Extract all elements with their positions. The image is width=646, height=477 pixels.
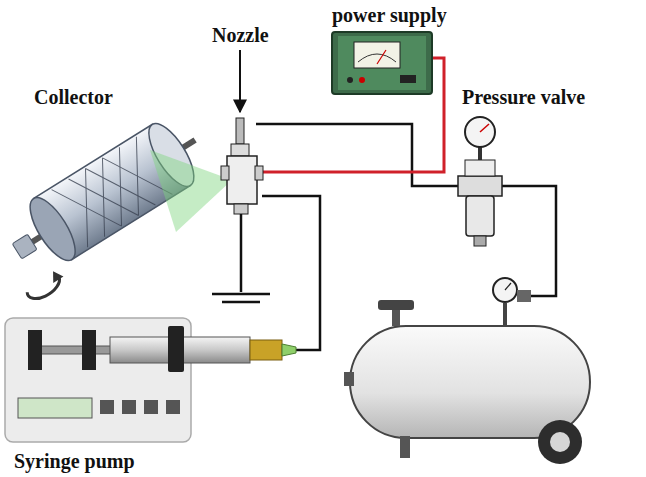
air-compressor — [344, 278, 590, 464]
syringe-pump — [5, 318, 296, 442]
nozzle — [221, 118, 263, 214]
power-supply — [332, 32, 432, 94]
ground-symbol — [212, 214, 270, 302]
pointer-arrow — [239, 50, 241, 112]
fiber-jet — [150, 150, 232, 232]
part-label: Syringe pump — [14, 450, 135, 472]
part-label: Pressure valve — [462, 86, 585, 108]
part-label: power supply — [332, 4, 447, 26]
tubing — [256, 124, 556, 350]
pressure-valve — [458, 117, 502, 246]
part-label: Nozzle — [212, 24, 269, 46]
part-label: Collector — [34, 86, 113, 108]
